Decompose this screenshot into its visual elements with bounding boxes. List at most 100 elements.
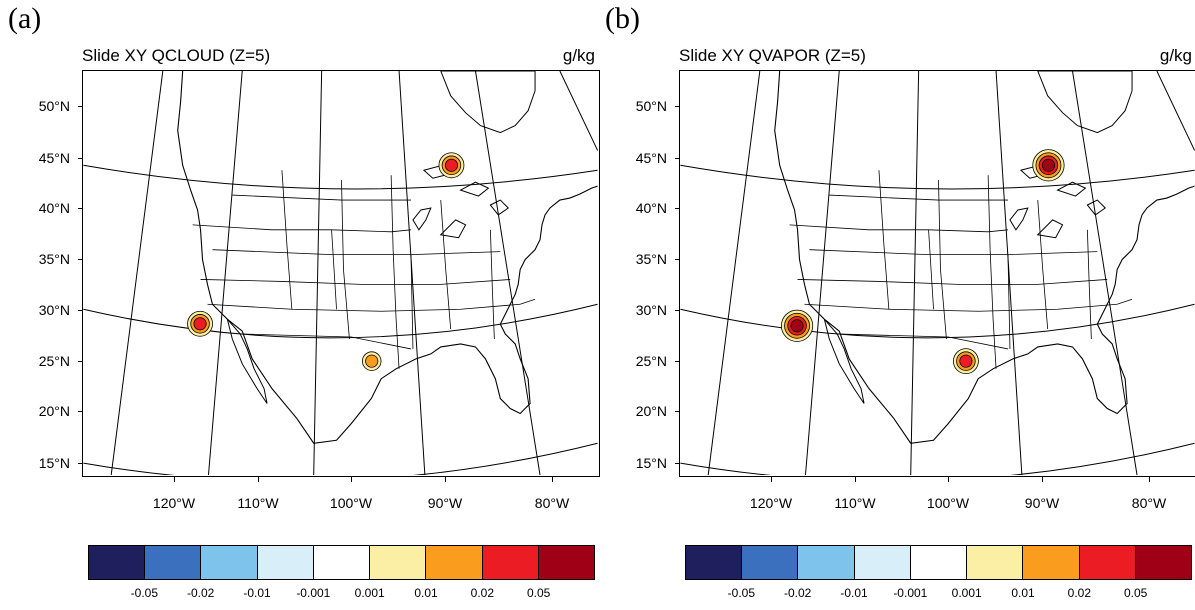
colorbar-swatch — [854, 546, 911, 579]
graticule-line — [207, 71, 243, 475]
lon-tick-label: 80°W — [534, 495, 570, 511]
lon-tick-label: 120°W — [152, 495, 196, 511]
lat-tick-label: 50°N — [38, 98, 70, 114]
great-lakes — [1009, 165, 1107, 239]
lat-tick-label: 35°N — [38, 251, 70, 267]
colorbar-swatch — [482, 546, 539, 579]
state-border — [1037, 200, 1049, 330]
lon-tick-label: 110°W — [237, 495, 279, 511]
colorbar-label: -0.05 — [130, 586, 159, 600]
lat-tick — [78, 310, 82, 311]
contour-ring — [1041, 158, 1056, 172]
state-border — [520, 298, 536, 305]
lon-tick — [552, 477, 553, 482]
graticule-line — [398, 71, 426, 475]
panel-label: (b) — [605, 2, 640, 35]
colorbar-swatch — [257, 546, 314, 579]
state-border — [390, 175, 400, 369]
lon-tick — [855, 477, 856, 482]
lon-tick-label: 100°W — [926, 495, 970, 511]
lat-tick-label: 40°N — [38, 200, 70, 216]
great-lakes — [412, 165, 510, 239]
graticule-line — [707, 71, 761, 475]
lat-tick — [78, 158, 82, 159]
colorbar-swatch — [313, 546, 371, 579]
contour-ring — [790, 319, 804, 333]
lat-tick — [78, 208, 82, 209]
state-border — [200, 279, 511, 285]
graticule-line — [804, 71, 840, 475]
lon-tick — [1042, 477, 1043, 482]
lon-tick — [1149, 477, 1150, 482]
colorbar-label: -0.05 — [727, 586, 756, 600]
lat-tick-label: 45°N — [38, 150, 70, 166]
state-border — [440, 200, 452, 330]
state-border — [489, 229, 495, 340]
contour-ring — [959, 354, 973, 368]
colorbar-label: 0.001 — [951, 586, 982, 600]
coastline — [177, 71, 598, 444]
plot-title: Slide XY QCLOUD (Z=5) — [82, 46, 271, 65]
lon-tick — [174, 477, 175, 482]
graticule-line — [680, 442, 1195, 475]
lon-tick — [258, 477, 259, 482]
state-border — [281, 170, 293, 310]
graticule-line — [910, 71, 920, 475]
panel-a: (a) Slide XY QCLOUD (Z=5) g/kg 50°N 45°N 4… — [0, 0, 600, 610]
texas-center — [952, 348, 979, 375]
state-border — [878, 170, 890, 310]
lat-tick — [78, 106, 82, 107]
contour-ring — [444, 158, 459, 172]
lat-tick — [675, 106, 679, 107]
graticule-line — [83, 442, 598, 475]
lat-tick-label: 40°N — [635, 200, 667, 216]
colorbar-label: 0.02 — [470, 586, 495, 600]
lat-tick — [675, 411, 679, 412]
lon-tick — [948, 477, 949, 482]
colorbar-label: 0.05 — [1123, 586, 1148, 600]
lon-tick-label: 120°W — [749, 495, 793, 511]
state-border — [809, 249, 1098, 256]
baja-coast — [823, 318, 865, 404]
colorbar-label: -0.02 — [783, 586, 812, 600]
graticule-line — [1072, 71, 1138, 475]
lat-tick-label: 15°N — [38, 455, 70, 471]
units-label: g/kg — [562, 46, 595, 65]
lon-tick-label: 90°W — [427, 495, 463, 511]
state-border — [1007, 254, 1011, 349]
graticule-line — [1156, 71, 1195, 151]
colorbar-label: 0.01 — [1011, 586, 1035, 600]
graticule-line — [83, 164, 598, 190]
lat-tick-label: 20°N — [38, 403, 70, 419]
map-svg — [680, 71, 1195, 475]
lon-tick-label: 110°W — [834, 495, 876, 511]
colorbar-label: -0.01 — [840, 586, 868, 600]
lat-tick-label: 25°N — [38, 353, 70, 369]
colorbar-swatch — [798, 546, 855, 579]
graticule-line — [83, 303, 598, 339]
lat-tick-label: 20°N — [635, 403, 667, 419]
state-border — [410, 254, 414, 349]
state-border — [797, 279, 1108, 285]
baja-coast — [226, 318, 268, 404]
lat-tick — [78, 361, 82, 362]
panel-label: (a) — [8, 2, 42, 35]
lat-tick — [675, 208, 679, 209]
colorbar-label: 0.01 — [414, 586, 438, 600]
colorbar-swatch — [686, 546, 743, 579]
colorbar-label: 0.05 — [526, 586, 551, 600]
map-area — [82, 70, 600, 477]
colorbar — [88, 545, 595, 580]
lat-tick — [675, 361, 679, 362]
lon-tick — [351, 477, 352, 482]
graticule-line — [559, 71, 598, 151]
lat-tick-label: 35°N — [635, 251, 667, 267]
colorbar-swatch — [1079, 546, 1136, 579]
state-border — [829, 194, 1008, 201]
lon-tick — [445, 477, 446, 482]
